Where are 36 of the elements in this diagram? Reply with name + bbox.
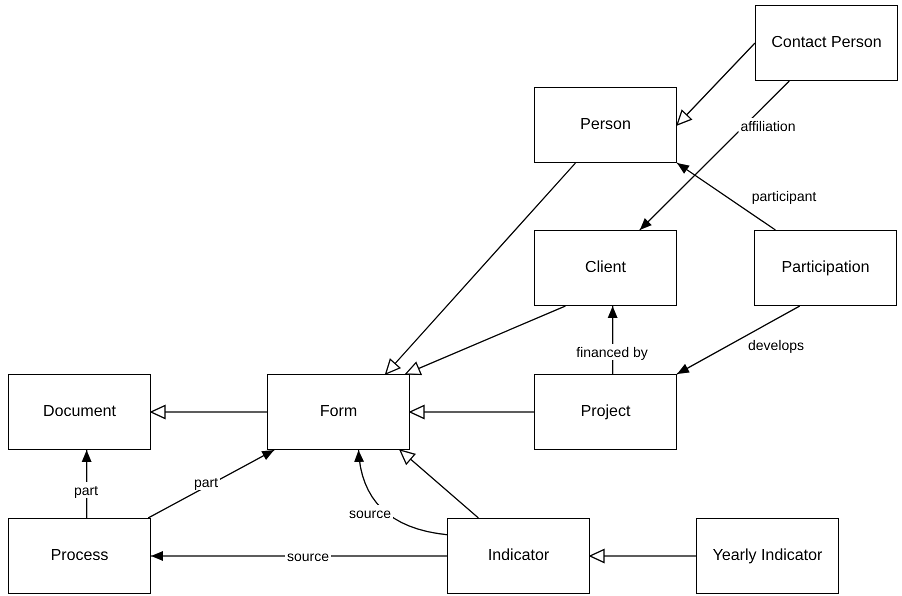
class-name: Person [579,115,632,135]
edge-label: part [72,482,100,498]
generalization-arrow [385,162,576,375]
edge-label: affiliation [738,118,798,134]
edge-label: develops [746,337,806,353]
class-box [267,374,410,450]
generalization-arrow [150,404,267,420]
class-box [754,230,897,306]
class-box [534,374,677,450]
class-name: Participation [780,258,871,278]
association-arrow [676,305,800,375]
class-box [8,518,151,594]
generalization-arrow [676,42,756,126]
generalization-arrow [409,404,534,420]
edge-label: financed by [574,344,650,360]
class-box [755,5,898,81]
class-name: Contact Person [770,33,883,53]
association-arrow [676,162,776,231]
class-name: Form [318,402,358,422]
edge-label: source [346,505,394,521]
class-name: Process [50,546,110,566]
class-box [534,87,677,163]
class-box [447,518,590,594]
generalization-arrow [589,548,696,564]
class-name: Document [42,402,117,422]
class-box [8,374,151,450]
edge-label: participant [750,188,818,204]
class-name: Client [584,258,627,278]
generalization-arrow [399,449,479,518]
class-name: Yearly Indicator [712,546,824,566]
generalization-arrow [405,305,566,376]
class-box [696,518,839,594]
association-arrow [639,80,790,230]
class-name: Indicator [486,546,550,566]
class-box [534,230,677,306]
class-name: Project [580,402,632,422]
